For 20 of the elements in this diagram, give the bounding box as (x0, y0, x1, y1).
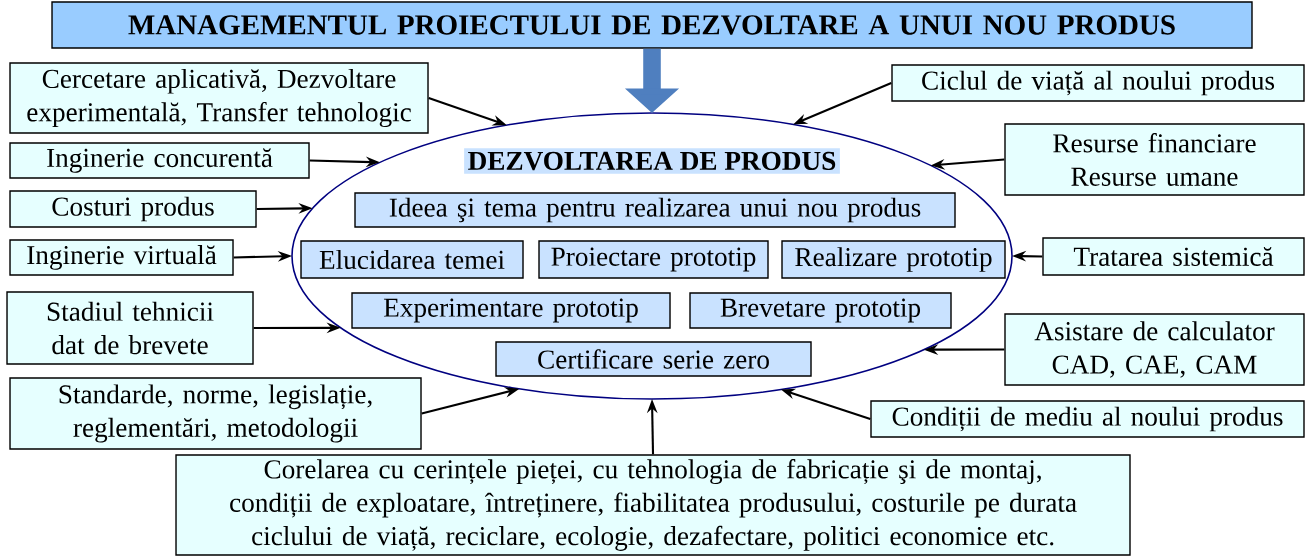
factor-box: Costuri produs (9, 190, 257, 228)
factor-box: Stadiul tehnicii dat de brevete (6, 291, 254, 365)
process-box: Ideea şi tema pentru realizarea unui nou produs (354, 192, 956, 228)
process-box: Proiectare prototip (538, 240, 769, 279)
factor-box: Inginerie concurentă (9, 142, 310, 179)
factor-box: Cercetare aplicativă, Dezvoltare experimentală, Transfer tehnologic (9, 62, 429, 134)
process-box: Brevetare prototip (689, 292, 952, 329)
title-box: MANAGEMENTUL PROIECTULUI DE DEZVOLTARE A UNUI NOU PRODUS (51, 1, 1253, 49)
factor-box: Resurse financiare Resurse umane (1004, 123, 1305, 196)
process-box: Realizare prototip (781, 240, 1006, 279)
factor-box: Condiții de mediu al noului produs (870, 400, 1305, 438)
factor-box: Inginerie virtuală (9, 239, 234, 276)
process-box: Certificare serie zero (495, 341, 812, 377)
factor-box: Asistare de calculator CAD, CAE, CAM (1004, 313, 1305, 386)
factor-box: Standarde, norme, legislație, reglementări, metodologii (9, 377, 422, 450)
factor-box: Corelarea cu cerințele pieței, cu tehnologia de fabricație şi de montaj, condiții de exploatare, întreținere, fiabilitatea produsului, costurile pe durata ciclului de viață, reciclare, ecologie, dezafectare, politici economice etc. (175, 454, 1131, 556)
factor-box: Ciclul de viață al noului produs (891, 64, 1305, 102)
factor-box: Tratarea sistemică (1042, 237, 1305, 276)
process-box: Experimentare prototip (351, 292, 671, 329)
process-box: Elucidarea temei (300, 240, 524, 279)
